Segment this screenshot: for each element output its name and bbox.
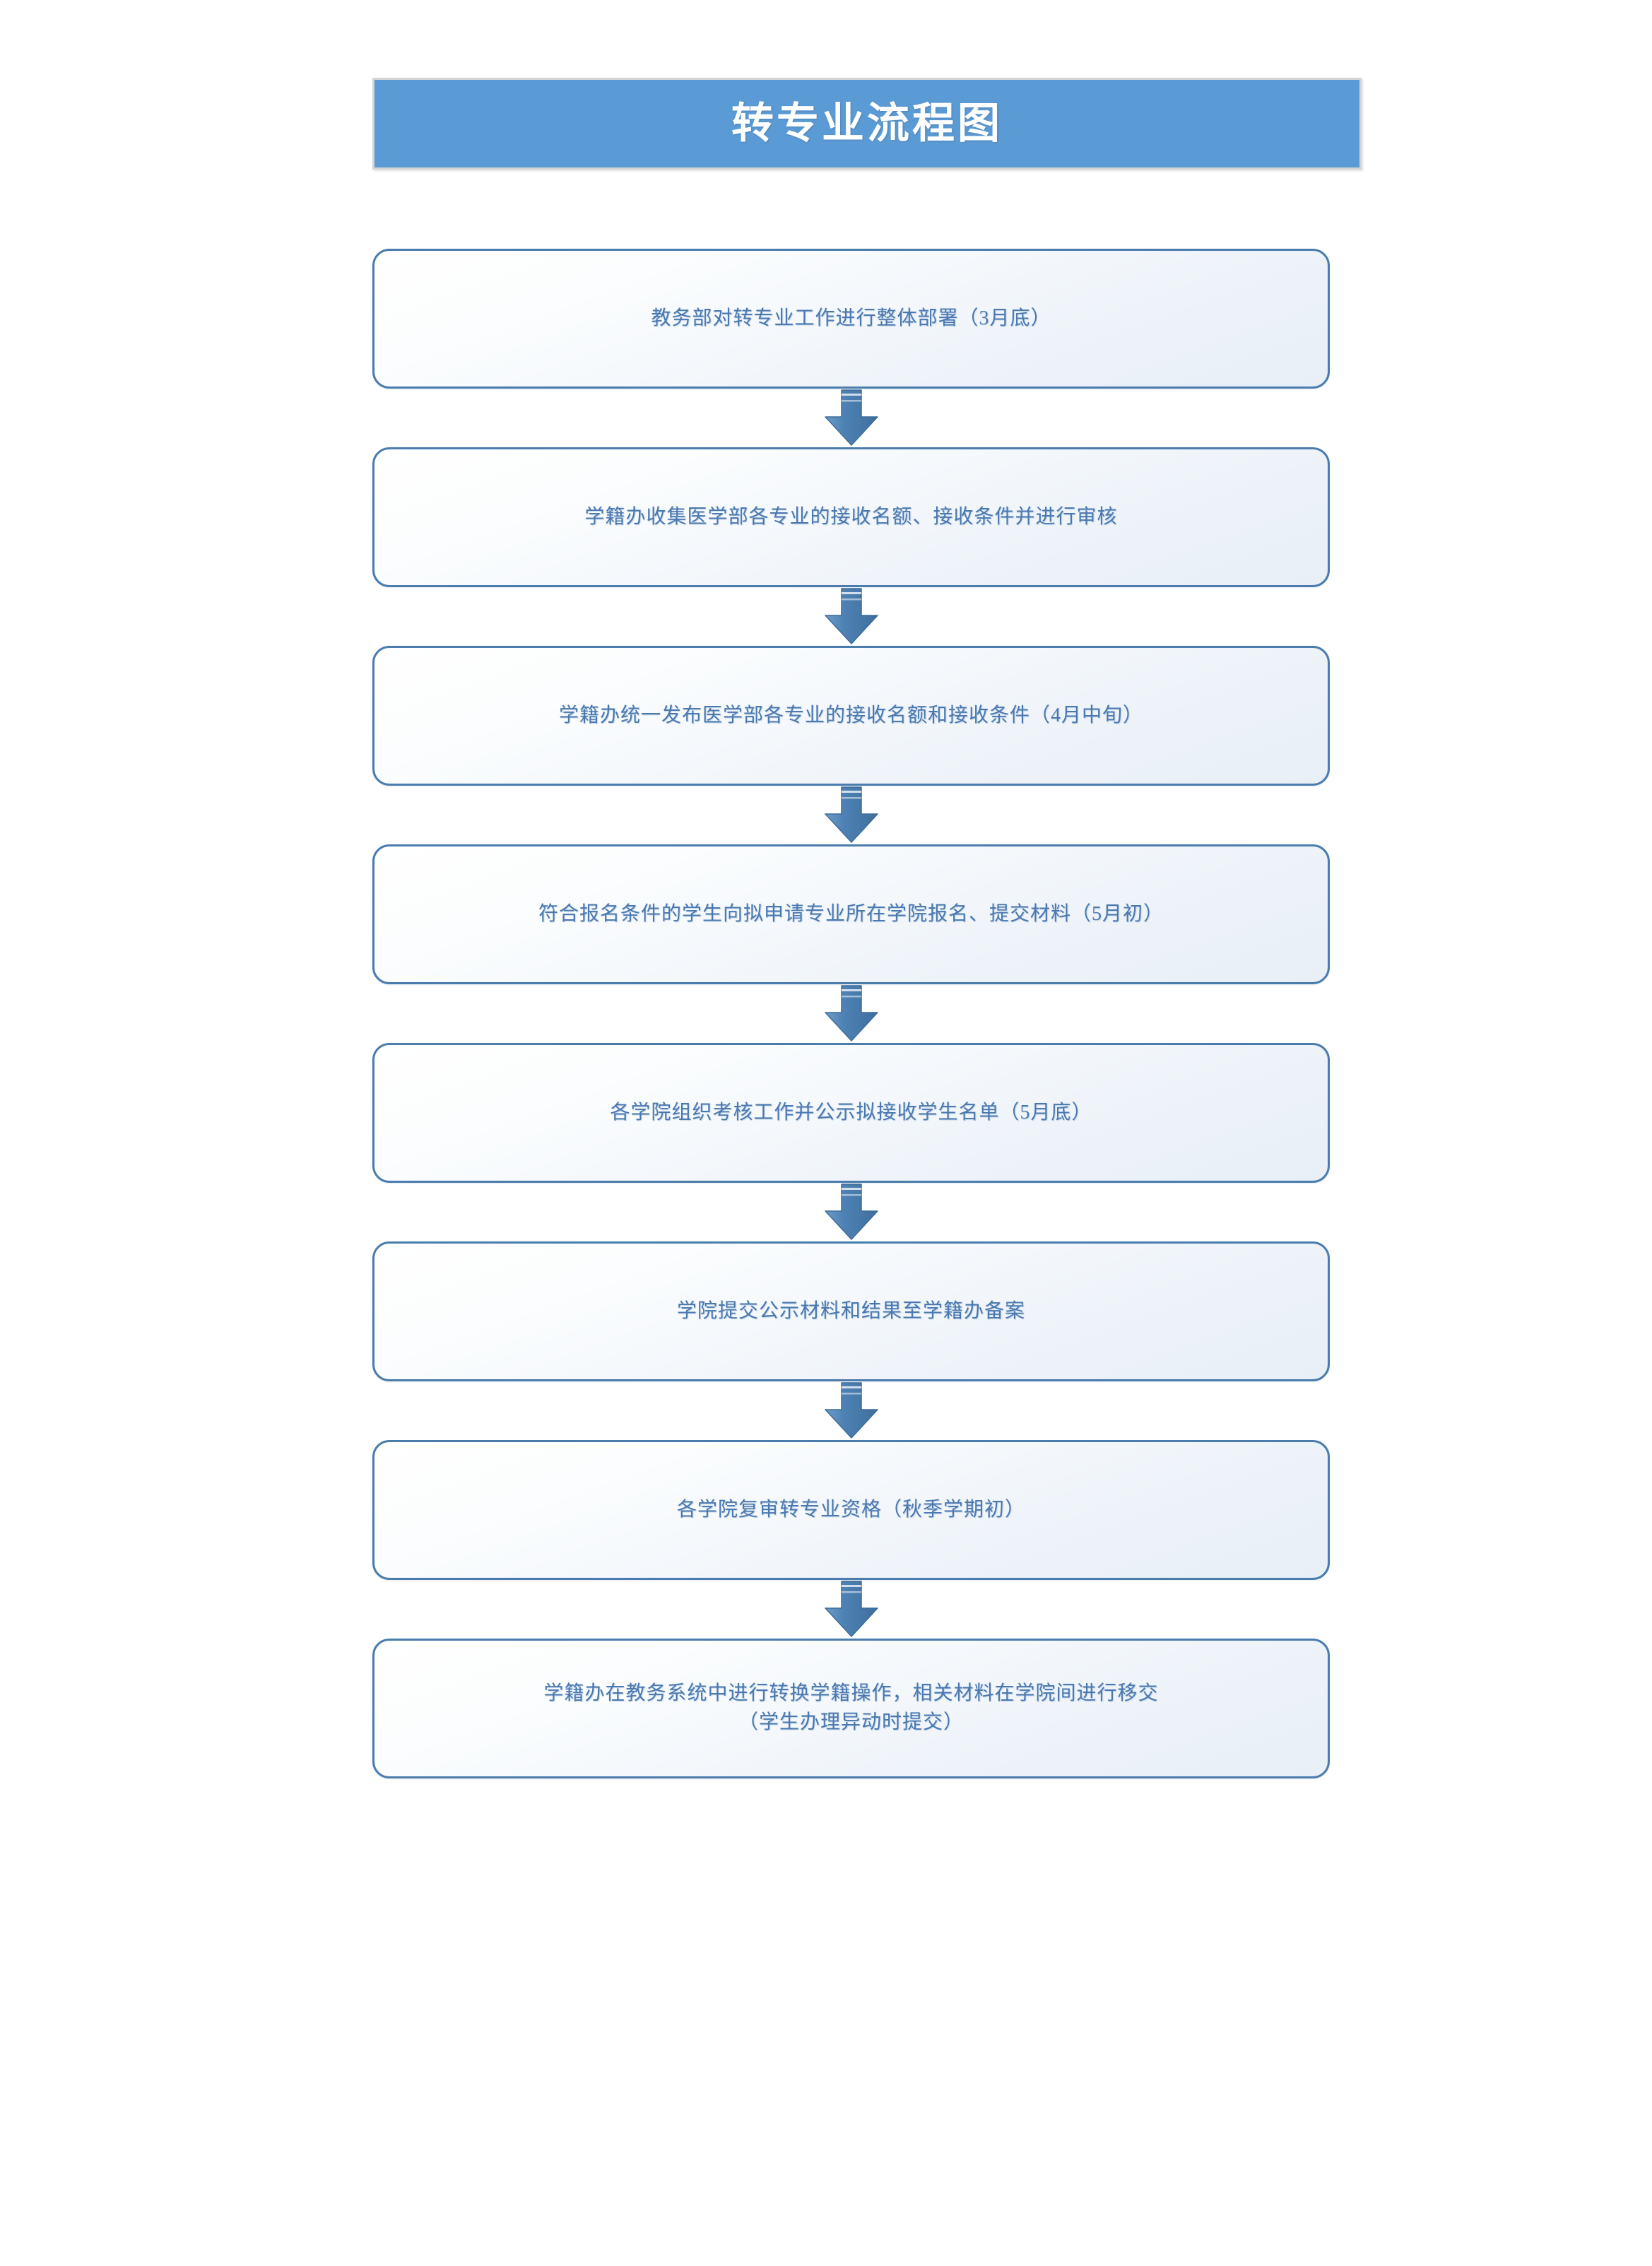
- flow-step-box-5[interactable]: 各学院组织考核工作并公示拟接收学生名单（5月底）: [372, 1043, 1330, 1183]
- flow-step: 学籍办收集医学部各专业的接收名额、接收条件并进行审核: [372, 447, 1330, 587]
- flow-step-label-8: 学籍办在教务系统中进行转换学籍操作，相关材料在学院间进行移交 （学生办理异动时提…: [543, 1682, 1159, 1733]
- flow-step-label-5: 各学院组织考核工作并公示拟接收学生名单（5月底）: [610, 1101, 1092, 1123]
- arrow-down-icon: [821, 1580, 882, 1639]
- flow-step-label-6: 学院提交公示材料和结果至学籍办备案: [676, 1299, 1025, 1322]
- flow-step-box-7[interactable]: 各学院复审转专业资格（秋季学期初）: [372, 1440, 1330, 1580]
- flow-step-box-6[interactable]: 学院提交公示材料和结果至学籍办备案: [372, 1241, 1330, 1381]
- flow-step: 各学院组织考核工作并公示拟接收学生名单（5月底）: [372, 1043, 1330, 1183]
- arrow-down-icon: [821, 984, 882, 1043]
- flow-connector-2-to-3: [372, 587, 1330, 646]
- arrow-down-icon: [821, 1183, 882, 1241]
- flow-step-label-4: 符合报名条件的学生向拟申请专业所在学院报名、提交材料（5月初）: [538, 902, 1164, 925]
- flow-connector-1-to-2: [372, 389, 1330, 447]
- flow-step: 学籍办统一发布医学部各专业的接收名额和接收条件（4月中旬）: [372, 646, 1330, 786]
- flow-step: 符合报名条件的学生向拟申请专业所在学院报名、提交材料（5月初）: [372, 844, 1330, 984]
- arrow-down-icon: [821, 389, 882, 447]
- flow-step: 教务部对转专业工作进行整体部署（3月底）: [372, 249, 1330, 389]
- arrow-down-icon: [821, 1381, 882, 1440]
- flow-step-label-7: 各学院复审转专业资格（秋季学期初）: [676, 1498, 1025, 1521]
- page-title: 转专业流程图: [731, 100, 1003, 147]
- flow-step-box-8[interactable]: 学籍办在教务系统中进行转换学籍操作，相关材料在学院间进行移交 （学生办理异动时提…: [372, 1639, 1330, 1778]
- flow-step-label-2: 学籍办收集医学部各专业的接收名额、接收条件并进行审核: [584, 505, 1118, 528]
- flow-step-label-1: 教务部对转专业工作进行整体部署（3月底）: [651, 307, 1051, 329]
- flow-step: 学院提交公示材料和结果至学籍办备案: [372, 1241, 1330, 1381]
- flow-step-box-4[interactable]: 符合报名条件的学生向拟申请专业所在学院报名、提交材料（5月初）: [372, 844, 1330, 984]
- arrow-down-icon: [821, 587, 882, 646]
- flow-connector-3-to-4: [372, 786, 1330, 844]
- arrow-down-icon: [821, 786, 882, 844]
- flow-step-box-2[interactable]: 学籍办收集医学部各专业的接收名额、接收条件并进行审核: [372, 447, 1330, 587]
- flowchart-steps-container: 教务部对转专业工作进行整体部署（3月底） 学籍办收集医学部各专业的接收名额、接收: [372, 249, 1330, 1778]
- flow-connector-7-to-8: [372, 1580, 1330, 1639]
- flow-connector-5-to-6: [372, 1183, 1330, 1241]
- flow-step-label-3: 学籍办统一发布医学部各专业的接收名额和接收条件（4月中旬）: [558, 704, 1143, 726]
- flow-step: 各学院复审转专业资格（秋季学期初）: [372, 1440, 1330, 1580]
- flow-connector-6-to-7: [372, 1381, 1330, 1440]
- flow-step-box-1[interactable]: 教务部对转专业工作进行整体部署（3月底）: [372, 249, 1330, 389]
- flow-step: 学籍办在教务系统中进行转换学籍操作，相关材料在学院间进行移交 （学生办理异动时提…: [372, 1639, 1330, 1778]
- flow-connector-4-to-5: [372, 984, 1330, 1043]
- title-banner: 转专业流程图: [372, 78, 1362, 170]
- flow-step-box-3[interactable]: 学籍办统一发布医学部各专业的接收名额和接收条件（4月中旬）: [372, 646, 1330, 786]
